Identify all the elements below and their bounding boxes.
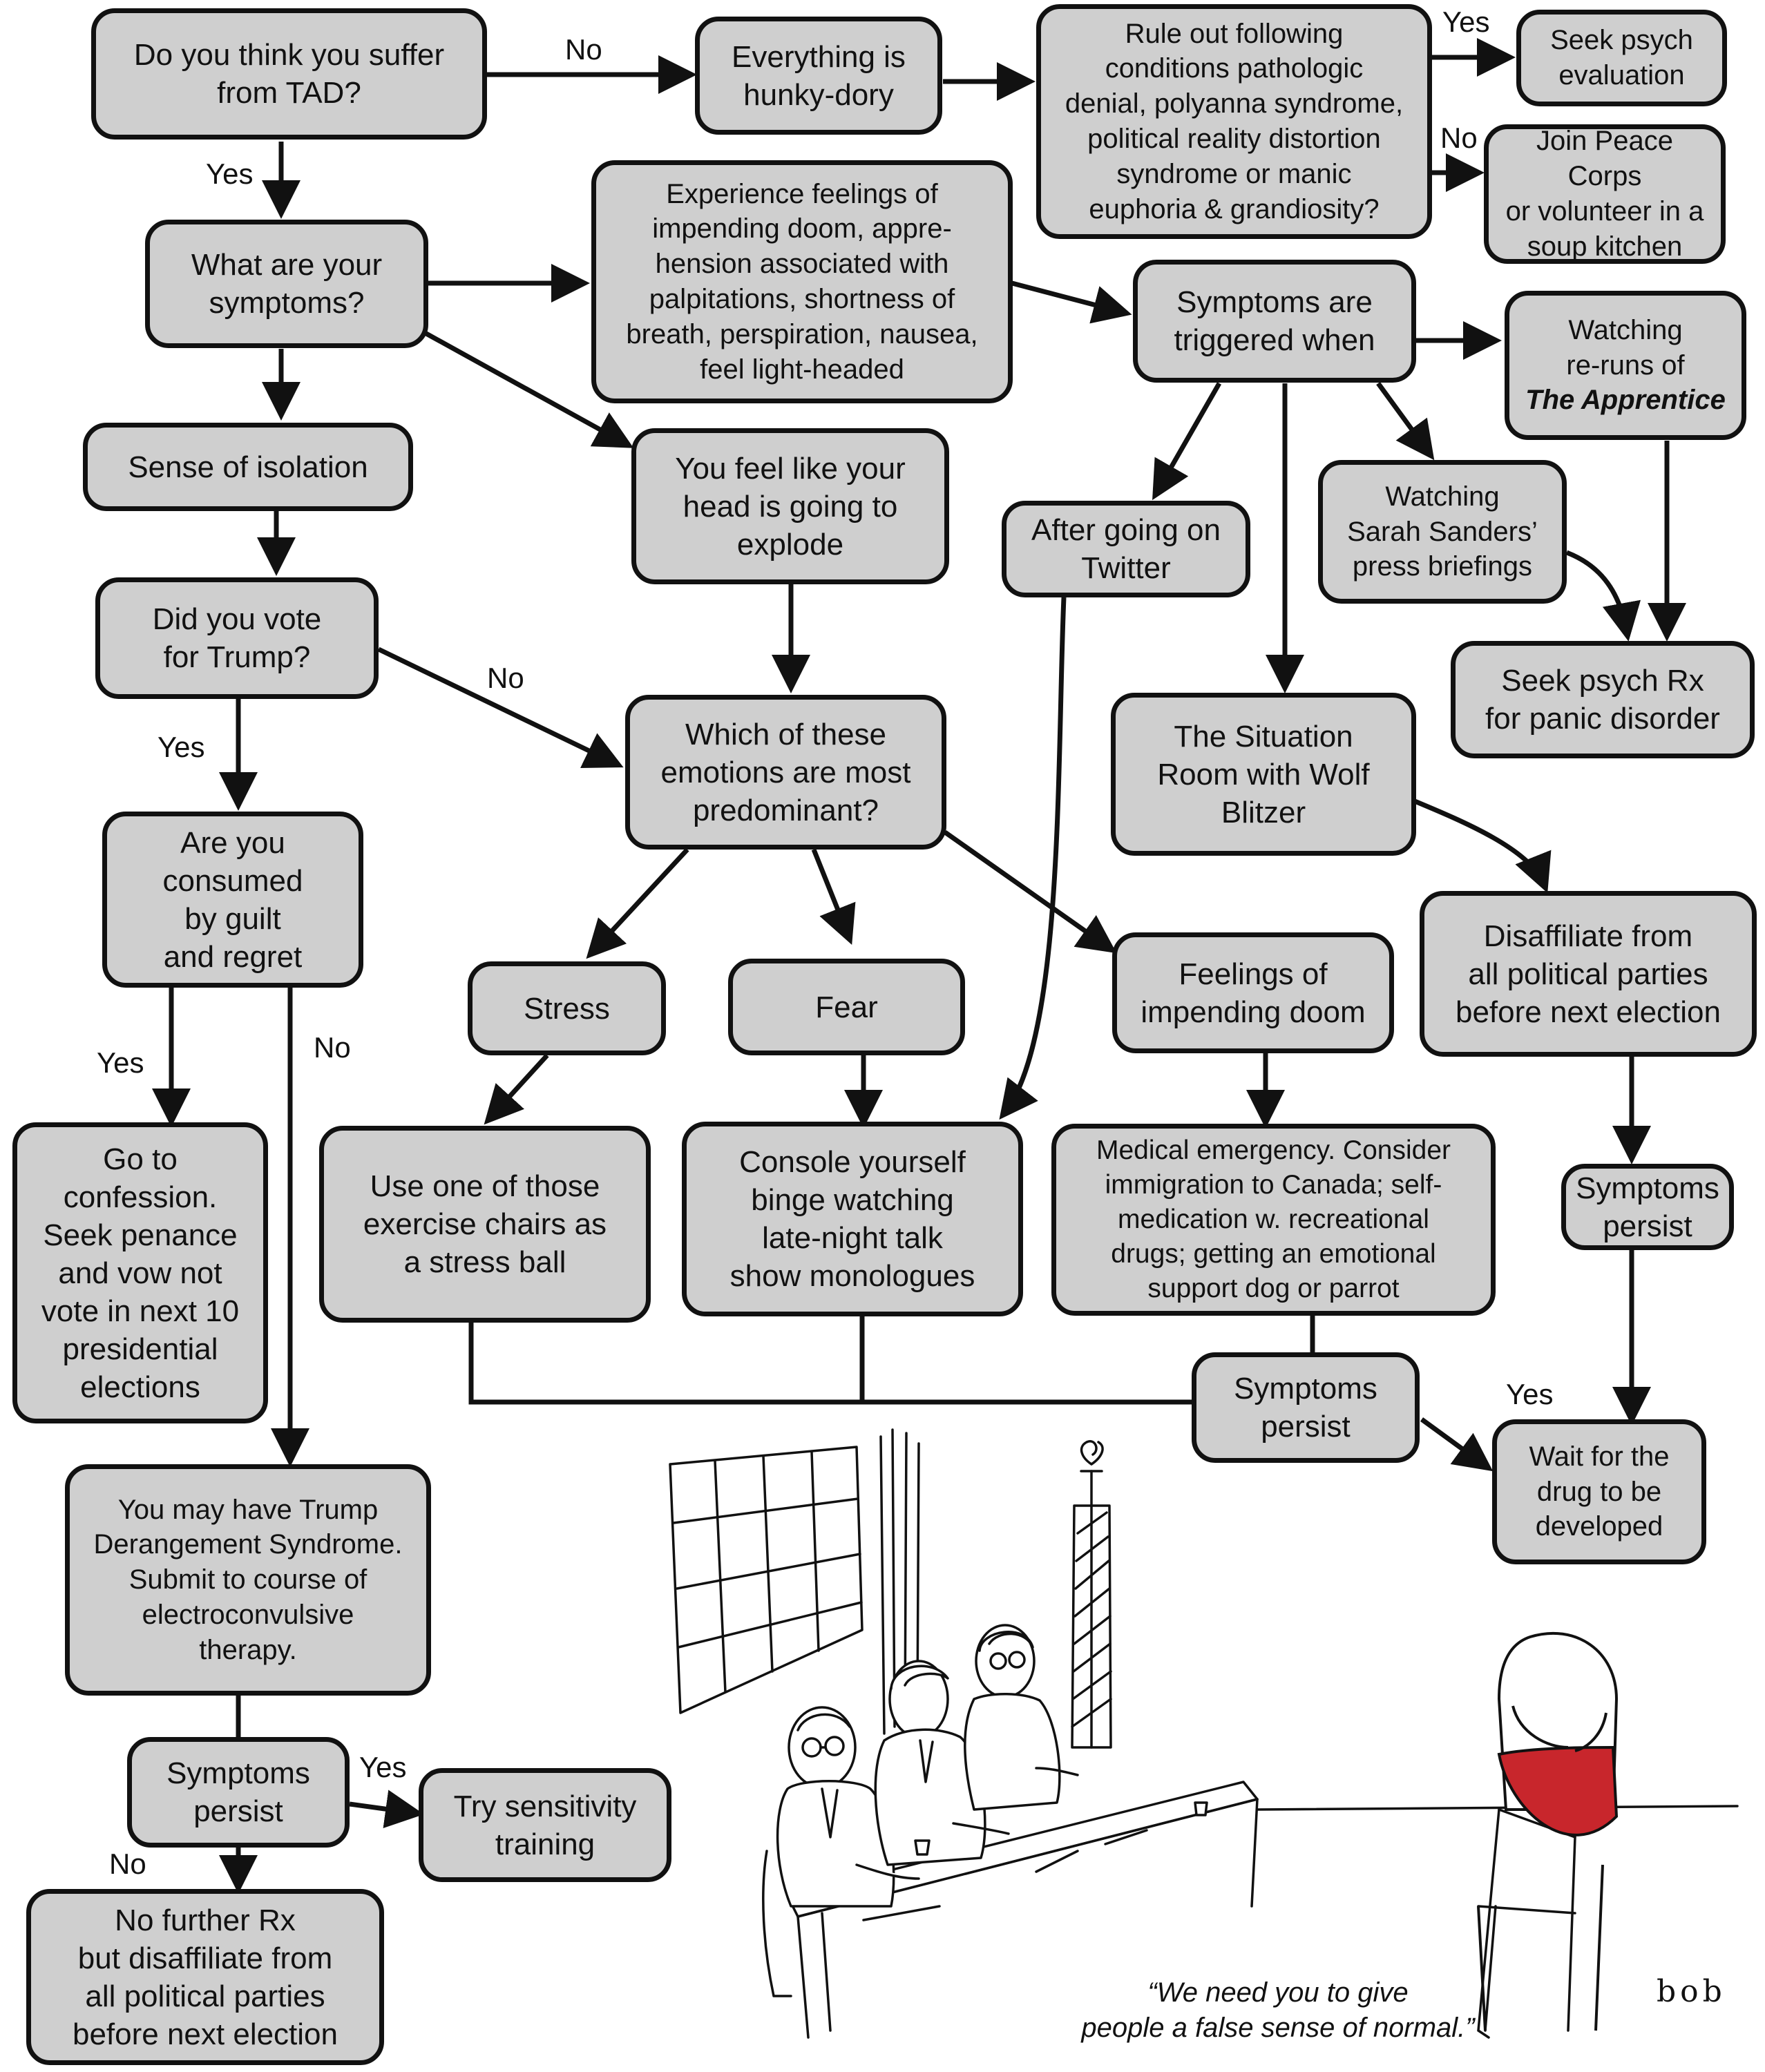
node-vote-trump: Did you vote for Trump?	[95, 577, 379, 699]
node-rule-out: Rule out following conditions pathologic…	[1036, 4, 1432, 239]
cartoonist-signature: bob	[1657, 1974, 1726, 2009]
node-sensitivity-training: Try sensitivity training	[419, 1768, 671, 1882]
cartoon-illustration	[669, 1428, 1739, 2039]
label-rule-yes: Yes	[1442, 6, 1490, 38]
node-situation-room: The Situation Room with Wolf Blitzer	[1111, 693, 1416, 856]
node-symptoms-triggered: Symptoms are triggered when	[1133, 260, 1416, 383]
node-panic-disorder: Seek psych Rx for panic disorder	[1451, 641, 1755, 758]
edge-persist-sensitivity	[349, 1790, 424, 1828]
edge-situation-disaffiliate	[1413, 798, 1552, 893]
label-rule-no: No	[1440, 122, 1478, 154]
node-no-further-rx: No further Rx but disaffiliate from all …	[26, 1889, 384, 2065]
edge-emotions-fear	[811, 848, 856, 945]
edge-stress-exercise	[484, 1053, 549, 1125]
label-vote-yes: Yes	[158, 731, 205, 763]
node-join-peace-corps: Join Peace Corps or volunteer in a soup …	[1484, 124, 1726, 264]
node-tad-question: Do you think you suffer from TAD?	[91, 8, 487, 140]
edge-triggered-twitter	[1152, 382, 1222, 501]
node-disaffiliate-right: Disaffiliate from all political parties …	[1420, 891, 1757, 1057]
node-exercise-chair: Use one of those exercise chairs as a st…	[319, 1126, 651, 1323]
label-tad-no: No	[565, 33, 602, 66]
node-stress: Stress	[468, 961, 666, 1055]
flag-pole-illustration	[1071, 1440, 1112, 1749]
label-wait-yes: Yes	[1506, 1378, 1554, 1410]
node-symptoms-persist-left: Symptoms persist	[127, 1737, 350, 1848]
node-go-to-confession: Go to confession. Seek penance and vow n…	[12, 1122, 268, 1423]
edge-emotions-stress	[586, 847, 689, 959]
node-guilt-regret: Are you consumed by guilt and regret	[102, 812, 363, 988]
edge-persistmid-wait	[1420, 1417, 1494, 1472]
node-hunky-dory: Everything is hunky-dory	[695, 17, 942, 135]
label-vote-no: No	[487, 662, 524, 694]
edge-twitter-console	[999, 597, 1067, 1120]
chair-left	[762, 1850, 792, 1997]
node-trump-derangement: You may have Trump Derangement Syndrome.…	[65, 1464, 431, 1696]
window-illustration	[669, 1446, 864, 1714]
edge-emotions-impending	[943, 830, 1117, 954]
node-what-symptoms: What are your symptoms?	[145, 220, 428, 348]
node-medical-emergency: Medical emergency. Consider immigration …	[1051, 1124, 1496, 1316]
edge-doom-triggered	[1011, 280, 1132, 324]
edge-sanders-panic	[1565, 550, 1641, 642]
chair-right	[1477, 1808, 1576, 2039]
node-watching-apprentice: Watching re-runs of The Apprentice	[1505, 291, 1746, 440]
edge-vote-emotions	[377, 646, 624, 768]
node-doom-feelings-physical: Experience feelings of impending doom, a…	[591, 160, 1013, 403]
cartoon-caption: “We need you to give people a false sens…	[1081, 1977, 1475, 2044]
label-guilt-yes: Yes	[97, 1046, 144, 1079]
pill-character	[1477, 1631, 1619, 2031]
node-symptoms-persist-middle: Symptoms persist	[1192, 1352, 1420, 1463]
edge-symptoms-head	[419, 327, 634, 448]
node-after-twitter: After going on Twitter	[1002, 501, 1250, 597]
node-symptoms-persist-right: Symptoms persist	[1561, 1164, 1734, 1250]
cups	[914, 1801, 1208, 1856]
edge-triggered-sanders	[1376, 381, 1435, 461]
node-sarah-sanders: Watching Sarah Sanders’ press briefings	[1318, 460, 1567, 604]
apprentice-show-title: The Apprentice	[1525, 385, 1726, 416]
node-which-emotions: Which of these emotions are most predomi…	[625, 695, 946, 850]
label-guilt-no: No	[314, 1031, 351, 1064]
floor-line	[1256, 1805, 1739, 1811]
node-sense-isolation: Sense of isolation	[83, 423, 413, 511]
figure-left-panelist	[776, 1706, 920, 1908]
node-fear: Fear	[728, 959, 965, 1055]
node-head-explode: You feel like your head is going to expl…	[631, 428, 949, 584]
edge-exercise-join	[468, 1323, 1192, 1405]
label-persist-no: No	[109, 1848, 146, 1880]
figure-middle-panelist	[874, 1660, 1010, 1866]
node-console-yourself: Console yourself binge watching late-nig…	[682, 1122, 1023, 1316]
label-tad-yes: Yes	[206, 157, 254, 190]
node-impending-doom: Feelings of impending doom	[1112, 932, 1394, 1053]
figure-right-panelist	[964, 1624, 1079, 1811]
apprentice-line-1: Watching re-runs of	[1566, 314, 1685, 381]
node-seek-psych-evaluation: Seek psych evaluation	[1516, 10, 1727, 106]
label-sensitivity-yes: Yes	[359, 1751, 407, 1783]
node-wait-for-drug: Wait for the drug to be developed	[1492, 1419, 1706, 1564]
